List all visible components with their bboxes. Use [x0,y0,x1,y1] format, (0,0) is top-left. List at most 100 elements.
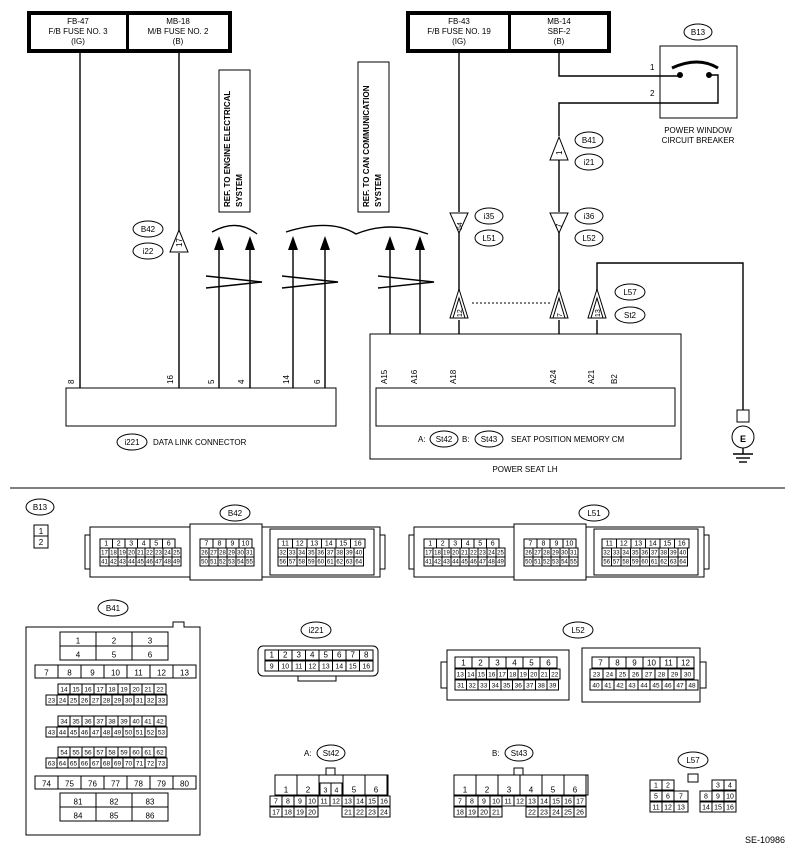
pin: 1 [39,527,44,536]
pin: 27 [645,672,653,679]
ref-text: REF. TO ENGINE ELECTRICAL [223,91,232,207]
pin: 44 [59,730,67,737]
pin: 7 [351,651,356,660]
pin: 1 [428,541,432,548]
pin: 29 [228,551,235,557]
pin: 38 [108,719,116,726]
pin: 58 [108,750,116,757]
pin-cell [359,660,374,672]
breaker-label: POWER WINDOW [664,126,732,135]
pin-cell [661,779,675,791]
pin: 26 [201,551,208,557]
pin: 42 [434,560,441,566]
pin: 21 [137,551,144,557]
pin: 45 [461,560,468,566]
pin: 34 [298,551,305,557]
seat-pin: A21 [587,369,596,384]
pin: 31 [246,551,253,557]
pin: 16 [678,541,686,548]
pin: 14 [467,672,475,679]
pin-number: 7 [557,313,564,317]
diagram-id: SE-10986 [745,835,785,845]
pin: 30 [125,698,133,705]
pin-cell [153,746,167,758]
data-link-connector: 8 16 5 4 14 6 i221 DATA LINK CONNECTOR [65,375,337,451]
pin-cell [377,795,391,807]
seat-cm-label: SEAT POSITION MEMORY CM [511,435,625,444]
pin-cell [359,649,374,661]
pin: 12 [681,659,690,668]
connector-tag: i35 [484,212,495,221]
pin: 42 [616,683,624,690]
pin: 46 [664,683,672,690]
pin: 4 [76,651,81,660]
pin: 22 [146,551,153,557]
pin-cell [377,806,391,818]
inline-connectors: 17 54 7 1 12 7 13 [169,135,607,319]
pin-cell [673,790,689,802]
pin: 5 [154,541,158,548]
pin: 57 [289,560,296,566]
pin: 30 [561,551,568,557]
pin: 24 [606,672,614,679]
pin: 8 [615,659,620,668]
circuit-breaker: B13 1 2 POWER WINDOW CIRCUIT BREAKER [650,23,738,145]
pin: 41 [425,560,432,566]
pin: 66 [81,761,89,768]
pin: 18 [108,687,116,694]
pin: 53 [158,730,166,737]
pin: 5 [654,794,658,801]
pin: 26 [81,698,89,705]
pin: 11 [652,805,659,812]
pin: 20 [530,672,538,679]
pin: 23 [540,810,548,817]
pin: 63 [670,560,677,566]
pin: 59 [632,560,639,566]
pin-cell [546,679,559,691]
pin: 83 [146,798,155,807]
pin: 18 [509,672,517,679]
pin: 23 [479,551,486,557]
pin: 9 [632,659,637,668]
pin: 1 [461,659,466,668]
prefix: B: [492,749,500,758]
pin: 3 [129,541,133,548]
breaker-pin-1: 1 [650,63,655,72]
pin: 13 [322,664,330,671]
pin: 51 [534,560,541,566]
pin: 30 [237,551,244,557]
pin: 41 [101,560,108,566]
fuse-name: M/B FUSE NO. 2 [148,27,209,36]
connector-tag: L57 [686,756,700,765]
pin: 4 [142,541,146,548]
pin: 12 [620,541,628,548]
pin: 11 [664,659,673,668]
pin: 85 [110,812,119,821]
pin: 48 [688,683,696,690]
dlc-pin: 4 [237,379,246,384]
pin: 18 [110,551,117,557]
pin: 56 [279,560,286,566]
pin: 27 [534,551,541,557]
pin: 15 [368,799,376,806]
pin: 56 [84,750,92,757]
pin: 5 [352,786,357,795]
pin: 79 [157,780,166,789]
pin: 37 [651,551,658,557]
pin: 21 [492,810,500,817]
dlc-label: DATA LINK CONNECTOR [153,438,247,447]
pin: 5 [112,651,117,660]
pin-cell [171,556,182,567]
connector-tag: L51 [587,509,601,518]
pin: 38 [538,683,546,690]
pin: 10 [281,664,289,671]
pin: 51 [210,560,217,566]
pin: 7 [44,669,49,678]
pin: 41 [144,719,152,726]
pin: 37 [96,719,104,726]
pin: 10 [566,541,574,548]
pin: 62 [660,560,667,566]
pin: 2 [39,538,44,547]
pin-cell [172,775,197,790]
